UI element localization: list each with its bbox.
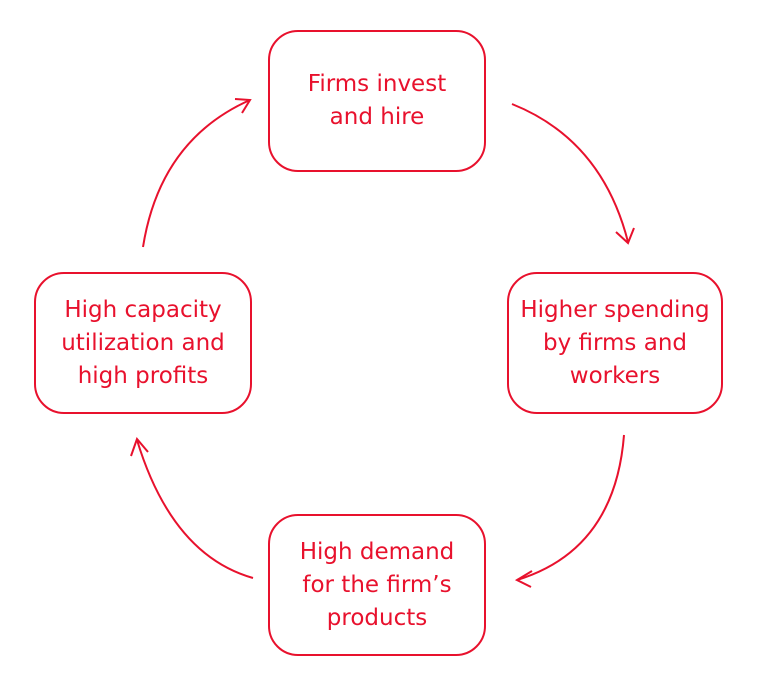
arrow-top-to-right bbox=[511, 103, 629, 243]
arrowhead-bottom-to-left bbox=[130, 437, 149, 457]
node-high-demand: High demand for the firm’s products bbox=[268, 514, 486, 656]
node-higher-spending: Higher spending by firms and workers bbox=[507, 272, 723, 414]
node-high-capacity-utilization: High capacity utilization and high profi… bbox=[34, 272, 252, 414]
node-firms-invest-and-hire: Firms invest and hire bbox=[268, 30, 486, 172]
arrow-right-to-bottom bbox=[516, 434, 625, 581]
arrowhead-top-to-right bbox=[615, 227, 635, 245]
arrow-left-to-top bbox=[142, 99, 251, 248]
arrowhead-left-to-top bbox=[234, 98, 252, 114]
arrow-bottom-to-left bbox=[136, 439, 254, 579]
arrowhead-right-to-bottom bbox=[514, 570, 533, 588]
